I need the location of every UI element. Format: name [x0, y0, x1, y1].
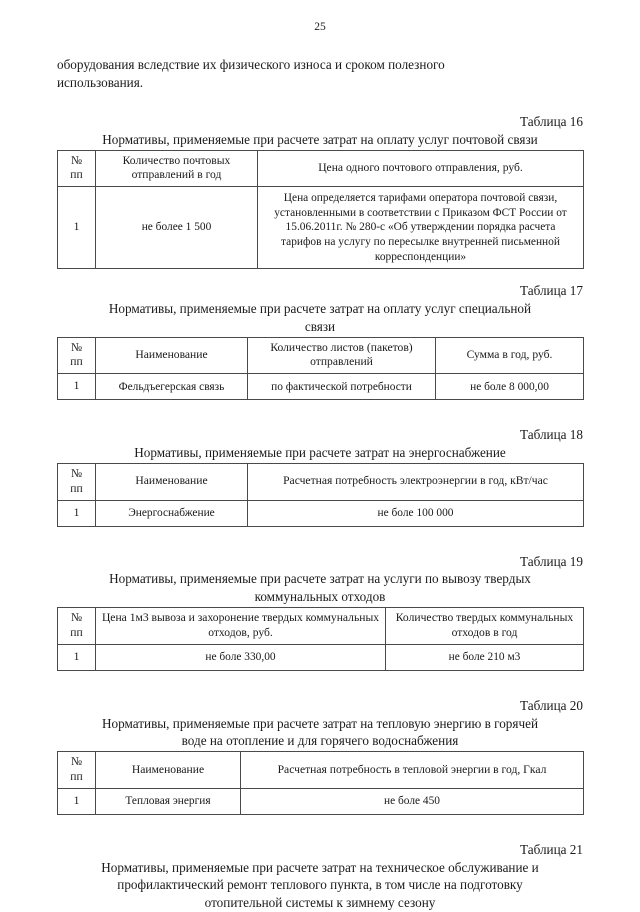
body-paragraph-line-2: использования. — [57, 75, 143, 90]
caption-line-2: воде на отопление и для горячего водосна… — [182, 733, 459, 748]
table-label-20: Таблица 20 — [57, 697, 583, 715]
table-block-16: Таблица 16 Нормативы, применяемые при ра… — [57, 113, 583, 269]
spacer — [57, 815, 583, 841]
spacer — [57, 400, 583, 426]
table-19: № пп Цена 1м3 вывоза и захоронение тверд… — [57, 607, 584, 671]
table-label-18: Таблица 18 — [57, 426, 583, 444]
table-header-row: № пп Наименование Расчетная потребность … — [58, 752, 584, 789]
header-no-line2: пп — [70, 355, 82, 368]
body-paragraph-line-1: оборудования вследствие их физического и… — [57, 57, 445, 72]
table-header-cell-name: Наименование — [96, 463, 248, 500]
header-no-line2: пп — [70, 168, 82, 181]
table-header-cell-demand: Расчетная потребность в тепловой энергии… — [241, 752, 584, 789]
table-block-20: Таблица 20 Нормативы, применяемые при ра… — [57, 697, 583, 815]
header-no-line2: пп — [70, 482, 82, 495]
table-label-17: Таблица 17 — [57, 282, 583, 300]
spacer — [57, 671, 583, 697]
page-content: оборудования вследствие их физического и… — [57, 34, 583, 912]
table-20: № пп Наименование Расчетная потребность … — [57, 751, 584, 815]
table-block-17: Таблица 17 Нормативы, применяемые при ра… — [57, 282, 583, 400]
table-header-cell-name: Наименование — [96, 337, 248, 374]
table-header-cell-price: Цена одного почтового отправления, руб. — [258, 150, 584, 187]
table-cell-no: 1 — [58, 374, 96, 400]
table-cell-name: Тепловая энергия — [96, 788, 241, 814]
page-number: 25 — [0, 0, 640, 34]
table-header-cell-quantity: Количество твердых коммунальных отходов … — [386, 608, 584, 645]
table-cell-price: Цена определяется тарифами оператора поч… — [258, 187, 584, 269]
table-17: № пп Наименование Количество листов (пак… — [57, 337, 584, 401]
table-block-19: Таблица 19 Нормативы, применяемые при ра… — [57, 553, 583, 671]
table-caption-21: Нормативы, применяемые при расчете затра… — [57, 859, 583, 912]
table-caption-16: Нормативы, применяемые при расчете затра… — [57, 131, 583, 149]
table-caption-20: Нормативы, применяемые при расчете затра… — [57, 715, 583, 751]
spacer — [57, 93, 583, 113]
caption-line-1: Нормативы, применяемые при расчете затра… — [109, 571, 531, 586]
table-header-cell-no: № пп — [58, 752, 96, 789]
table-caption-17: Нормативы, применяемые при расчете затра… — [57, 300, 583, 336]
table-caption-18: Нормативы, применяемые при расчете затра… — [57, 444, 583, 462]
table-cell-quantity: не боле 210 м3 — [386, 644, 584, 670]
table-cell-no: 1 — [58, 644, 96, 670]
body-paragraph-continuation: использования. — [57, 74, 583, 93]
table-row: 1 Энергоснабжение не боле 100 000 — [58, 500, 584, 526]
table-header-row: № пп Наименование Количество листов (пак… — [58, 337, 584, 374]
table-header-cell-price: Цена 1м3 вывоза и захоронение твердых ко… — [96, 608, 386, 645]
table-cell-name: Энергоснабжение — [96, 500, 248, 526]
table-row: 1 не более 1 500 Цена определяется тариф… — [58, 187, 584, 269]
table-header-cell-name: Наименование — [96, 752, 241, 789]
table-row: 1 Фельдъегерская связь по фактической по… — [58, 374, 584, 400]
header-no-line1: № — [71, 467, 82, 480]
caption-line-2: профилактический ремонт теплового пункта… — [117, 877, 522, 892]
header-no-line2: пп — [70, 626, 82, 639]
table-header-cell-no: № пп — [58, 150, 96, 187]
table-cell-sum: не боле 8 000,00 — [436, 374, 584, 400]
table-header-cell-no: № пп — [58, 337, 96, 374]
table-caption-19: Нормативы, применяемые при расчете затра… — [57, 570, 583, 606]
caption-line-2: связи — [305, 319, 335, 334]
header-no-line1: № — [71, 755, 82, 768]
table-header-cell-no: № пп — [58, 463, 96, 500]
table-header-row: № пп Количество почтовых отправлений в г… — [58, 150, 584, 187]
caption-line-1: Нормативы, применяемые при расчете затра… — [101, 860, 539, 875]
table-header-cell-quantity: Количество почтовых отправлений в год — [96, 150, 258, 187]
table-header-cell-demand: Расчетная потребность электроэнергии в г… — [248, 463, 584, 500]
table-header-cell-sum: Сумма в год, руб. — [436, 337, 584, 374]
caption-line-1: Нормативы, применяемые при расчете затра… — [102, 716, 538, 731]
header-no-line1: № — [71, 154, 82, 167]
table-header-cell-sheets: Количество листов (пакетов) отправлений — [248, 337, 436, 374]
table-block-18: Таблица 18 Нормативы, применяемые при ра… — [57, 426, 583, 526]
table-cell-no: 1 — [58, 500, 96, 526]
table-cell-demand: не боле 450 — [241, 788, 584, 814]
table-cell-no: 1 — [58, 187, 96, 269]
caption-line-1: Нормативы, применяемые при расчете затра… — [109, 301, 531, 316]
header-no-line2: пп — [70, 770, 82, 783]
table-cell-no: 1 — [58, 788, 96, 814]
caption-line-3: отопительной системы к зимнему сезону — [205, 895, 436, 910]
spacer — [57, 269, 583, 282]
table-18: № пп Наименование Расчетная потребность … — [57, 463, 584, 527]
header-no-line1: № — [71, 341, 82, 354]
header-no-line1: № — [71, 611, 82, 624]
table-header-row: № пп Наименование Расчетная потребность … — [58, 463, 584, 500]
table-label-21: Таблица 21 — [57, 841, 583, 859]
table-row: 1 Тепловая энергия не боле 450 — [58, 788, 584, 814]
caption-line-2: коммунальных отходов — [255, 589, 386, 604]
table-label-19: Таблица 19 — [57, 553, 583, 571]
table-cell-demand: не боле 100 000 — [248, 500, 584, 526]
table-cell-name: Фельдъегерская связь — [96, 374, 248, 400]
table-row: 1 не боле 330,00 не боле 210 м3 — [58, 644, 584, 670]
table-cell-quantity: не более 1 500 — [96, 187, 258, 269]
table-header-cell-no: № пп — [58, 608, 96, 645]
table-header-row: № пп Цена 1м3 вывоза и захоронение тверд… — [58, 608, 584, 645]
table-cell-price: не боле 330,00 — [96, 644, 386, 670]
body-paragraph: оборудования вследствие их физического и… — [57, 56, 583, 75]
table-cell-sheets: по фактической потребности — [248, 374, 436, 400]
table-label-16: Таблица 16 — [57, 113, 583, 131]
table-16: № пп Количество почтовых отправлений в г… — [57, 150, 584, 270]
spacer — [57, 527, 583, 553]
table-block-21: Таблица 21 Нормативы, применяемые при ра… — [57, 841, 583, 912]
